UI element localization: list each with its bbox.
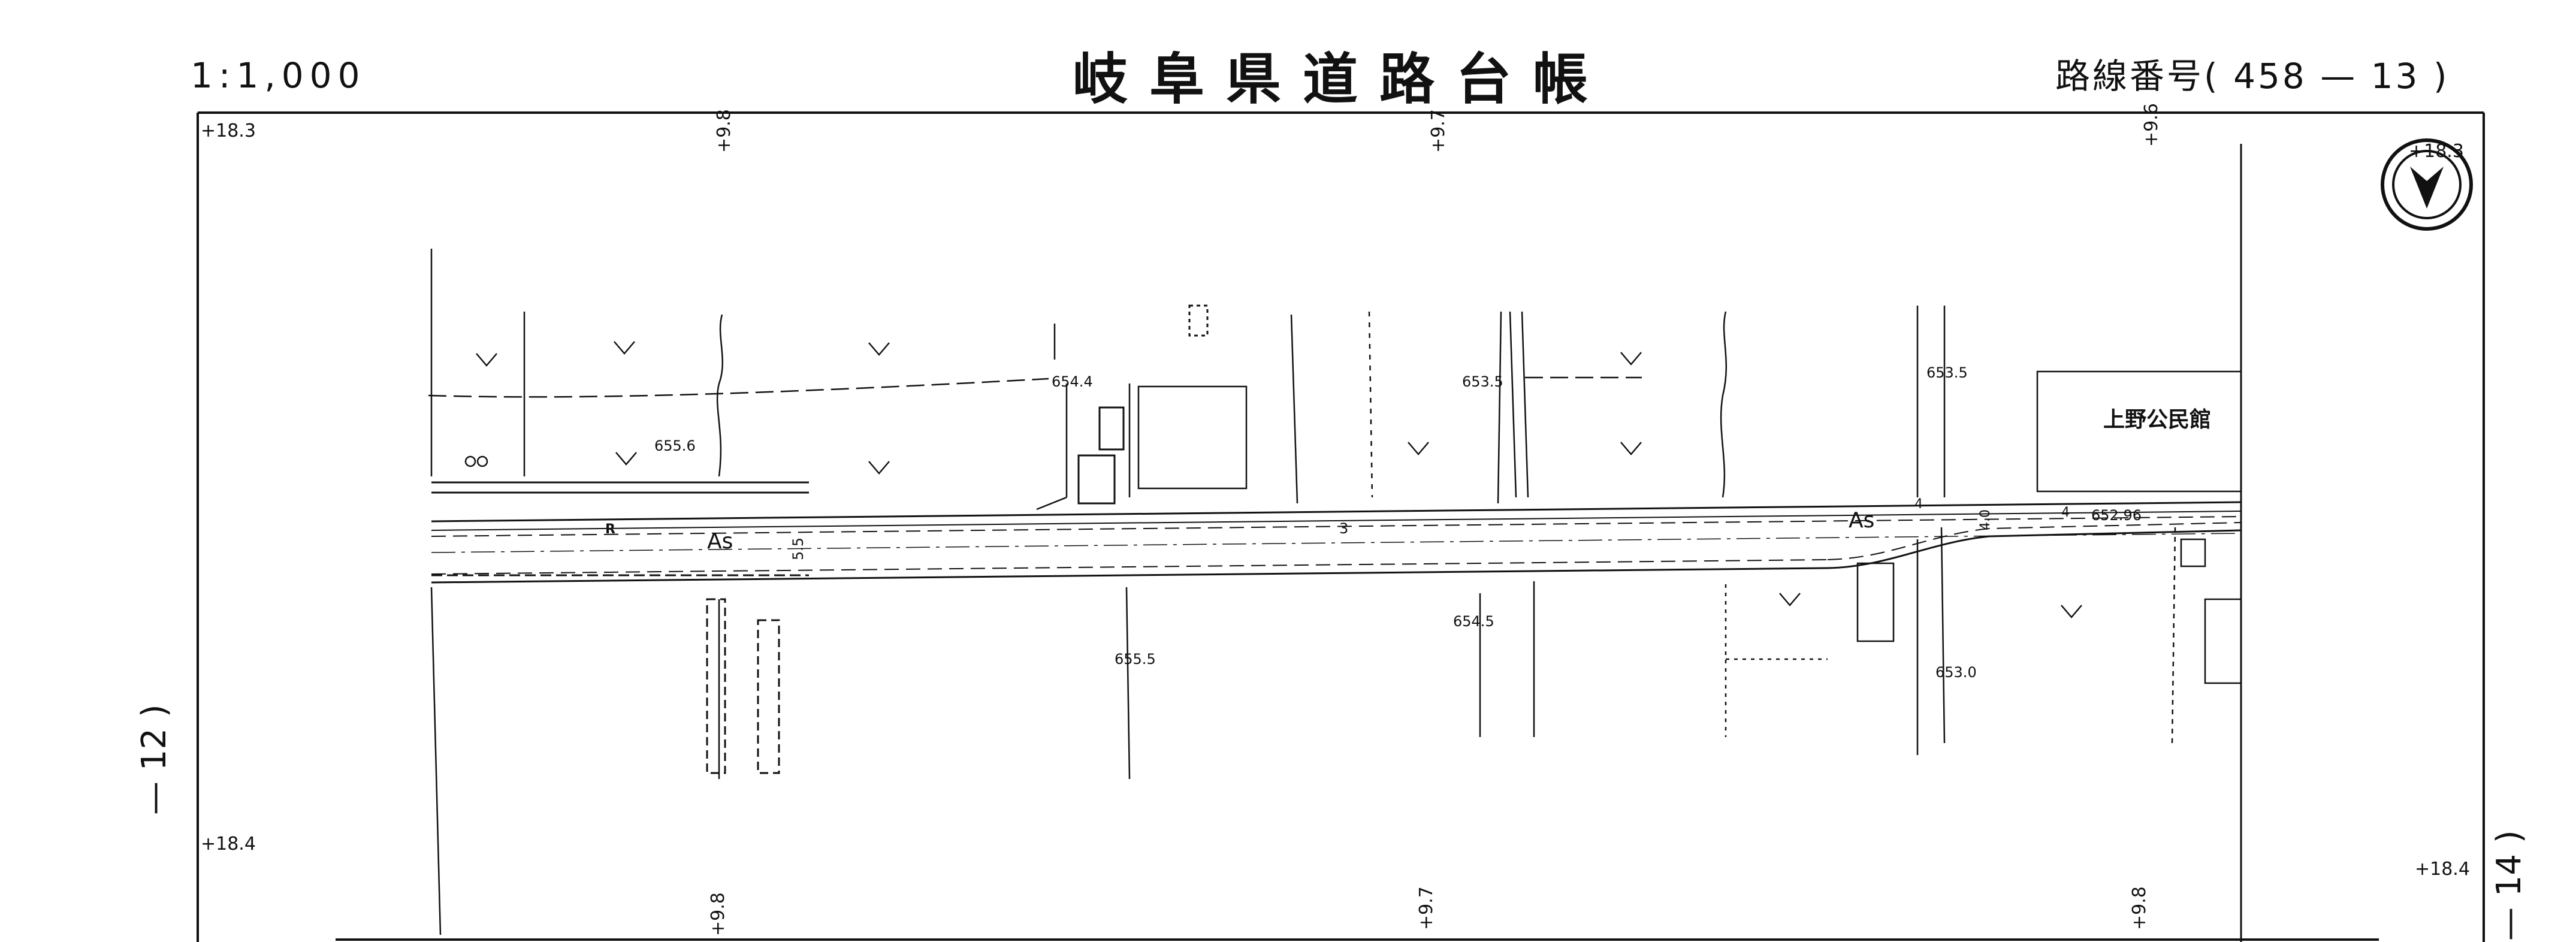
north-arrow-icon (2381, 138, 2473, 231)
route-number: 路線番号( 458 — 13 ) (2055, 56, 2450, 96)
grid-tick-bottom-2: +9.7 (1416, 886, 1437, 930)
map-scale: 1:1,000 (191, 55, 366, 96)
buildings (706, 304, 1209, 774)
road-surface-label-1: As (707, 529, 733, 554)
grid-tick-bottom-3: +9.8 (2129, 886, 2150, 930)
grid-label-top-left: +18.3 (201, 120, 256, 141)
width-label-5: 4.0 (1978, 509, 1993, 530)
grid-tick-top-1: +9.8 (714, 109, 735, 153)
width-label-3: 4 (1914, 497, 1923, 512)
elevation-label-5: 652.96 (2091, 507, 2142, 524)
elevation-label-1: 654.4 (1052, 373, 1093, 390)
land-use-symbols (464, 341, 2082, 618)
road (431, 481, 2242, 584)
grid-label-bottom-left: +18.4 (201, 834, 256, 855)
parcel-boundaries (428, 249, 2242, 935)
elevation-label-4: 655.6 (654, 437, 696, 454)
width-label-2: 3 (1339, 520, 1348, 537)
road-surface-label-2: As (1849, 508, 1874, 533)
grid-tick-bottom-1: +9.8 (708, 892, 729, 936)
elevation-label-2: 653.5 (1462, 373, 1503, 390)
width-label-4: 4 (2061, 505, 2070, 520)
facility-label: 上野公民館 (2103, 407, 2211, 432)
grid-label-bottom-right: +18.4 (2415, 859, 2470, 880)
elevation-label-6: 655.5 (1115, 651, 1156, 668)
lane-mark: R (605, 522, 615, 537)
page-title: 岐阜県道路台帳 (1073, 47, 1610, 111)
sheet-frame (197, 111, 2485, 942)
elevation-label-8: 653.0 (1935, 664, 1977, 681)
grid-tick-top-2: +9.7 (1428, 109, 1449, 153)
elevation-label-7: 654.5 (1453, 613, 1494, 630)
grid-tick-top-3: +9.6 (2141, 103, 2162, 147)
elevation-label-3: 653.5 (1926, 364, 1968, 381)
width-label-1: 5.5 (790, 538, 807, 560)
